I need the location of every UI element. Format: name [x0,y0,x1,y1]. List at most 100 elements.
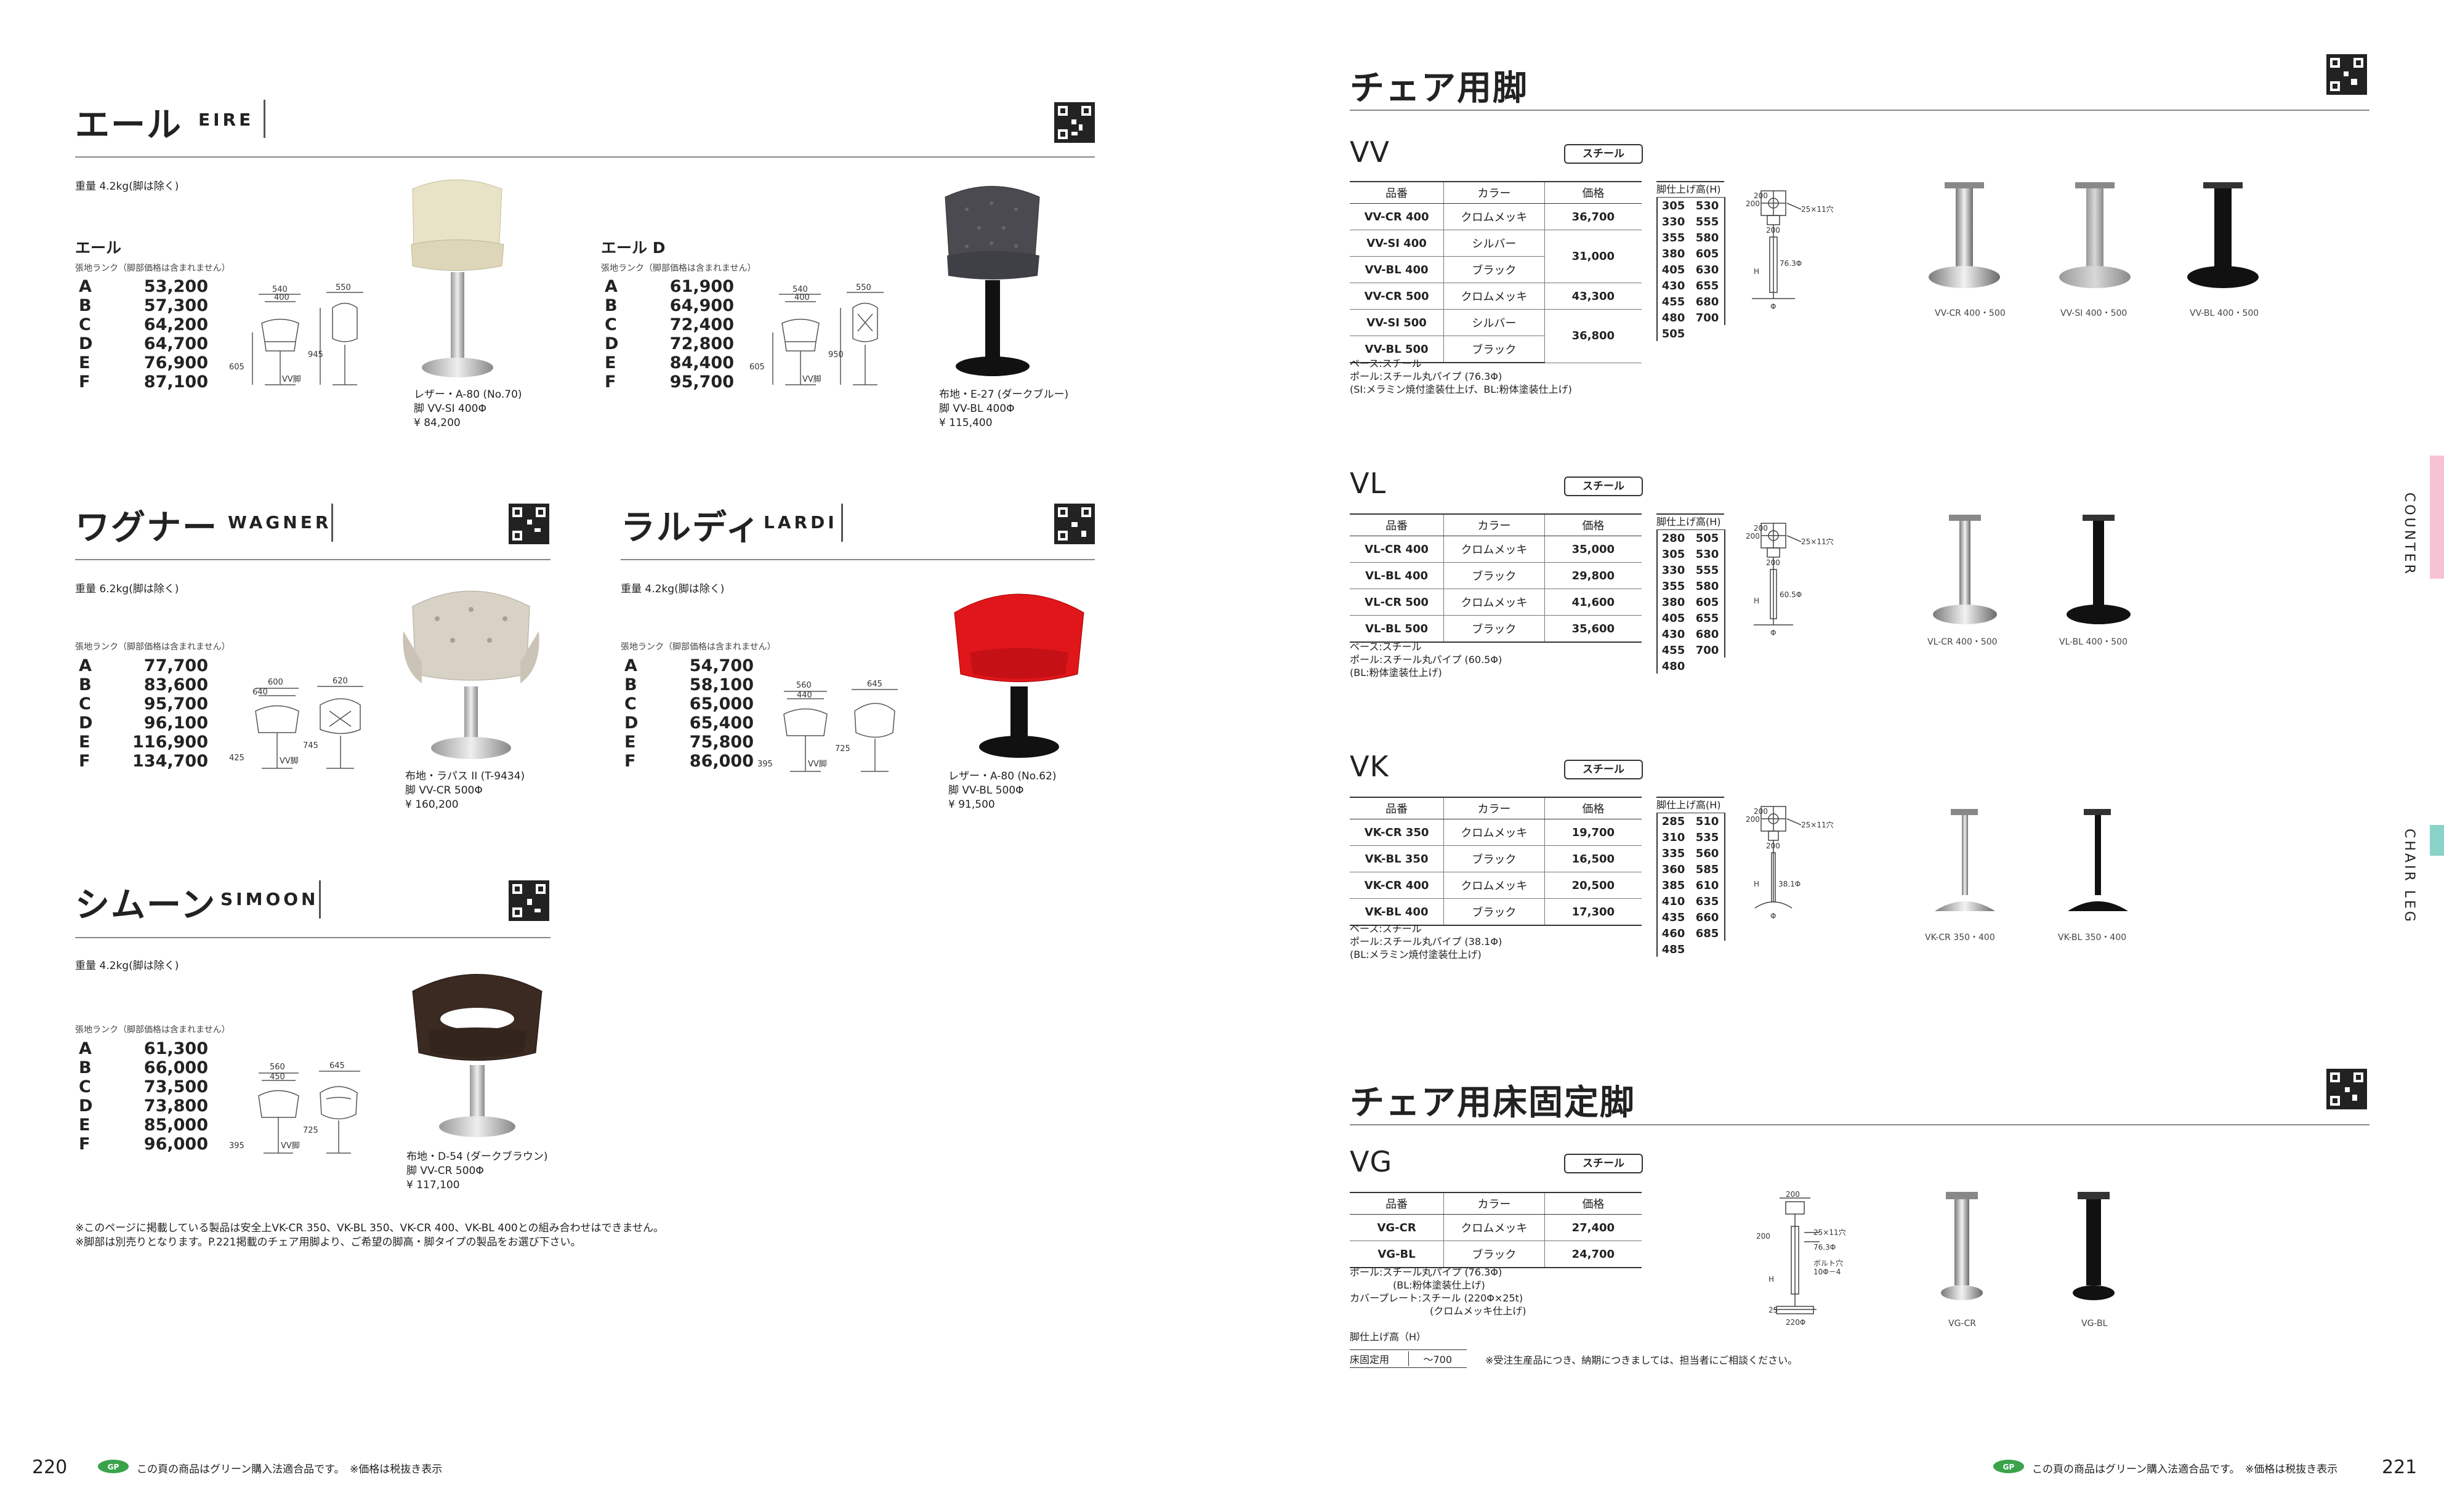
grade: B [79,675,92,694]
color: クロムメッキ [1443,283,1545,310]
grade: D [605,334,619,353]
material-badge: スチール [1564,477,1643,496]
page-number: 220 [32,1457,68,1478]
part-number: VV-SI 400 [1350,230,1444,257]
dim-label: 10Φ－4 [1813,1268,1841,1276]
eire-name: エール [75,239,122,257]
height-value: 535 [1695,830,1719,844]
lardi-chair-photo [954,593,1084,758]
dim-label: 640 [252,688,268,697]
color: ブラック [1443,562,1545,589]
vg-cr-photo [1941,1192,1983,1300]
wagner-title: ワグナー [75,508,218,548]
vv-cr-photo [1929,182,2000,288]
note-line: (BL:粉体塗装仕上げ) [1350,667,1442,678]
height-row: 485 [1656,941,1724,957]
table-header: カラー [1443,513,1545,536]
height-value: 555 [1695,215,1719,228]
price: 85,000 [143,1116,208,1135]
vl-notes: ベース:スチール ポール:スチール丸パイプ (60.5Φ) (BL:粉体塗装仕上… [1350,640,1502,679]
color: ブラック [1443,336,1545,363]
qr-code-icon [2326,54,2367,95]
height-value: 380 [1661,595,1685,609]
color: クロムメッキ [1443,536,1545,563]
wagner-title-en: WAGNER [228,512,332,533]
dim-label: 620 [333,677,348,686]
lardi-caption: レザー・A-80 (No.62) 脚 VV-BL 500Φ ¥ 91,500 [948,770,1057,812]
lardi-weight: 重量 4.2kg(脚は除く) [621,583,725,595]
dim-label: 76.3Φ [1813,1243,1836,1252]
dim-label: 645 [329,1062,345,1071]
qr-code-icon [509,504,549,544]
left-notes: ※このページに掲載している製品は安全上VK-CR 350、VK-BL 350、V… [75,1221,664,1250]
color: クロムメッキ [1443,819,1545,846]
part-number: VK-BL 400 [1350,898,1444,926]
vk-notes: ベース:スチール ポール:スチール丸パイプ (38.1Φ) (BL:メラミン焼付… [1350,922,1502,961]
price: 36,700 [1544,203,1642,230]
note-line: ポール:スチール丸パイプ (76.3Φ) [1350,1266,1502,1278]
title-divider [331,504,333,542]
caption-line: 布地・D-54 (ダークブラウン) [406,1151,548,1163]
material-badge: スチール [1564,1154,1643,1173]
rule [1724,813,1725,941]
vl-bl-photo [2067,515,2131,624]
price: 95,700 [669,372,734,392]
dim-label: 25×11穴 [1801,537,1834,546]
height-value: 405 [1661,263,1685,276]
price: 41,600 [1544,589,1642,616]
height-value: 530 [1695,547,1719,561]
chair-leg-title: チェア用脚 [1350,68,1528,108]
part-number: VL-CR 400 [1350,536,1444,563]
dim-label: 450 [270,1072,285,1082]
price: 16,500 [1544,845,1642,872]
table-header: 価格 [1544,1192,1642,1215]
height-value: 505 [1661,327,1685,340]
price: 61,900 [669,277,734,296]
title-divider [319,880,321,919]
caption-line: ¥ 117,100 [406,1179,460,1191]
price: 73,800 [143,1096,208,1116]
color: シルバー [1443,230,1545,257]
dim-label: 395 [757,760,773,769]
height-value: 660 [1695,911,1719,924]
eire-dimension-drawing: 540 400 550 605 945 VV脚 [229,283,363,385]
vl-leg-photos [1933,515,2131,624]
vv-bl-photo [2187,182,2259,288]
grade: B [79,296,92,315]
height-value: 530 [1695,199,1719,212]
note-line: (クロムメッキ仕上げ) [1430,1305,1526,1317]
vl-cr-photo [1933,515,1997,624]
part-number: VV-CR 500 [1350,283,1444,310]
price: 96,100 [143,714,208,733]
page-number: 221 [2382,1457,2418,1478]
vv-si-photo [2059,182,2131,288]
price: 66,000 [143,1058,208,1077]
title-divider [841,504,843,542]
vg-leg-diagram: 200 200 25×11穴 76.3Φ ボルト穴 10Φ－4 H 25 220… [1756,1190,1846,1327]
photo-label: VL-CR 400・500 [1927,637,1998,647]
qr-code-icon [509,880,549,921]
height-value: 480 [1661,311,1685,324]
green-purchase-icon: GP [1993,1460,2024,1473]
vl-code: VL [1350,467,1387,500]
height-value: 655 [1695,611,1719,625]
dim-label: 645 [867,680,882,689]
height-value: 410 [1661,895,1685,908]
